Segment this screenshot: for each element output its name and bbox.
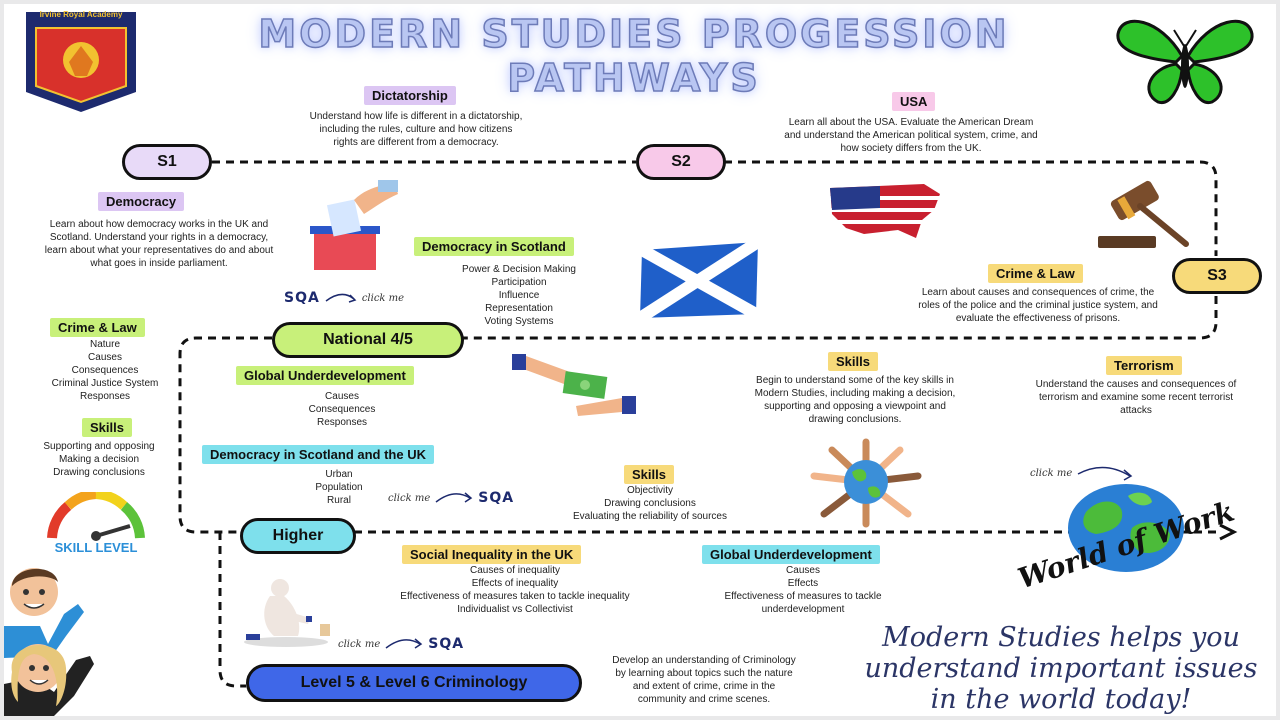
skills-nat2-heading: Skills [624,465,674,484]
school-badge-icon [26,12,136,112]
earth-globe-icon [1068,484,1184,572]
usa-heading: USA [892,92,936,111]
arrow-icon [325,293,357,303]
click-me-label: click me [1030,467,1073,479]
arrow-icon [385,638,423,649]
sqa-link-national[interactable]: click me SQA [388,490,514,506]
democracy-scotland-uk-heading: Democracy in Scotland and the UK [202,445,434,464]
dictatorship-text: Understand how life is different in a di… [309,111,523,148]
scotland-flag-icon [638,240,762,320]
skills-mid-text: Begin to understand some of the key skil… [754,375,956,425]
skills-nat-heading: Skills [82,418,132,437]
world-click-me[interactable]: click me [1030,464,1136,482]
democracy-heading: Democracy [98,192,185,211]
teacher-avatars-icon [4,568,94,716]
stage-s3-pill: S3 [1172,258,1262,294]
page-title: MODERN STUDIES PROGESSION PATHWAYS [258,11,1010,101]
school-name: Irvine Royal Academy [39,10,123,19]
sqa-link-s1[interactable]: SQA click me [284,290,404,306]
sqa-link-higher[interactable]: click me SQA [338,636,464,652]
crime-law-s3-heading: Crime & Law [988,264,1083,283]
arrow-icon [435,492,473,503]
crime-law-nat-heading: Crime & Law [50,318,145,337]
infographic-canvas: Irvine Royal Academy MODERN STUDIES PROG… [4,4,1276,716]
usa-text: Learn all about the USA. Evaluate the Am… [784,117,1038,154]
dictatorship-heading: Dictatorship [364,86,456,105]
skills-mid-heading: Skills [828,352,878,371]
usa-map-icon [824,184,944,238]
gavel-icon [1098,180,1189,248]
stage-higher-pill: Higher [240,518,356,554]
democracy-text: Learn about how democracy works in the U… [44,219,274,269]
stage-national-pill: National 4/5 [272,322,464,358]
crime-law-s3-text: Learn about causes and consequences of c… [918,287,1158,324]
sqa-logo-icon: SQA [478,490,515,506]
stage-criminology-pill: Level 5 & Level 6 Criminology [246,664,582,702]
globe-hands-icon [810,438,922,528]
democracy-scotland-heading: Democracy in Scotland [414,237,574,256]
stage-s1-pill: S1 [122,144,212,180]
butterfly-icon [1116,19,1254,105]
click-me-label: click me [388,492,431,504]
social-inequality-heading: Social Inequality in the UK [402,545,582,564]
skill-level-label: SKILL LEVEL [54,540,138,555]
sqa-logo-icon: SQA [428,636,465,652]
global-underdev-nat-heading: Global Underdevelopment [236,366,414,385]
skill-gauge-icon [47,492,145,541]
terrorism-text: Understand the causes and consequences o… [1035,379,1237,416]
pathway-lines [178,160,1238,688]
click-me-label: click me [338,638,381,650]
terrorism-heading: Terrorism [1106,356,1182,375]
arrow-icon [1077,466,1133,481]
ballot-box-icon [310,180,398,270]
money-hands-icon [512,354,636,416]
sqa-logo-icon: SQA [284,290,320,306]
forensic-investigator-icon [244,579,330,647]
click-me-label: click me [361,292,405,304]
global-underdev-higher-heading: Global Underdevelopment [702,545,880,564]
stage-s2-pill: S2 [636,144,726,180]
